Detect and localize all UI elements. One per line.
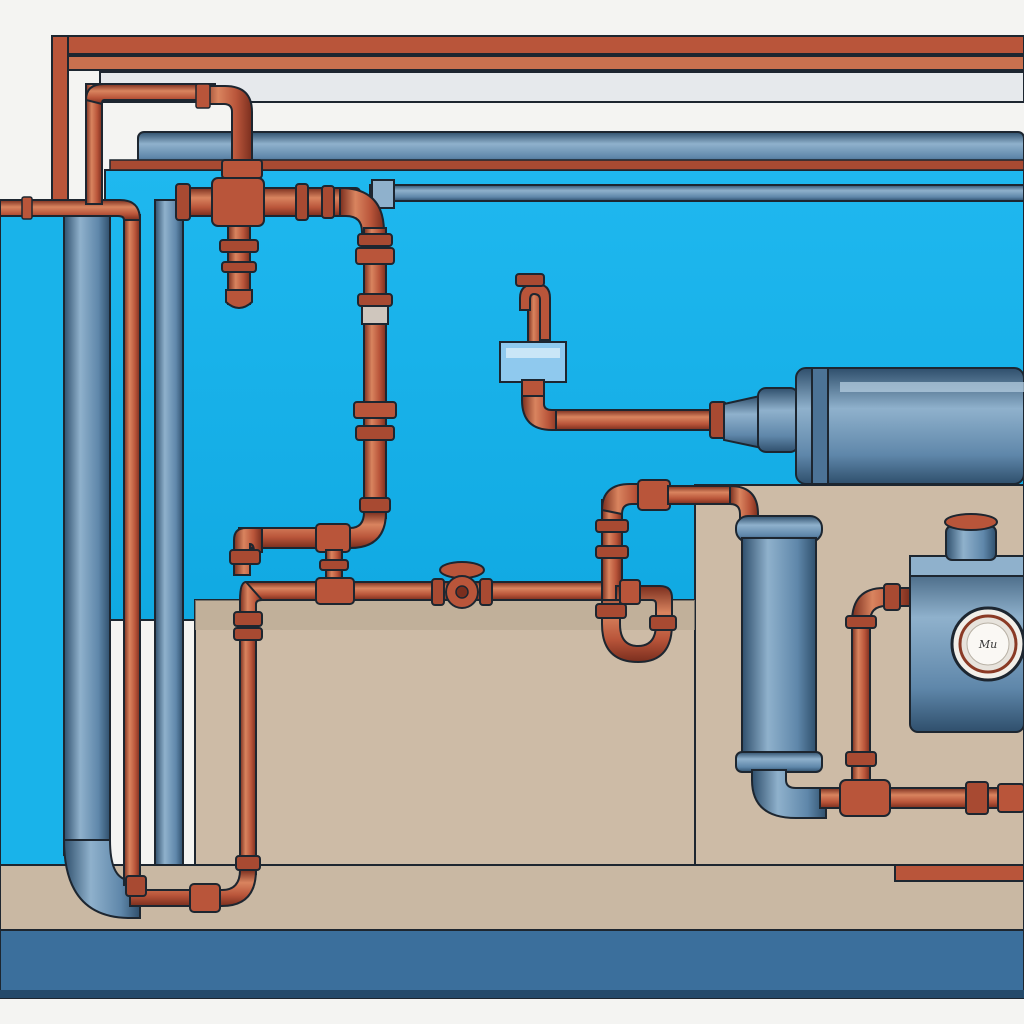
left-drop-ring-1 [233,611,263,627]
left-downpipes [0,83,216,919]
pump-neck [945,525,997,561]
valve-flange-r [479,578,493,606]
tank-end-cap [757,387,799,453]
floor-return-elbow [129,869,258,907]
gooseneck-coupling [195,83,211,109]
trap-ring-2 [595,545,629,559]
valve-flange-left [175,183,191,221]
pressure-gauge-icon: Mu [950,606,1024,682]
bottom-tee [839,779,891,817]
tee-drop-ring [319,559,349,571]
floor-return-joint [189,883,221,913]
riser-coupling-1 [357,233,393,247]
pump-neck-cap [944,513,998,531]
copper-inlet-elbow [0,199,142,221]
left-drop-ring-2 [233,627,263,641]
ceiling-steel-rail [369,184,1024,202]
left-drop-ring-3 [235,855,261,871]
valve-drop-ring-1 [219,239,259,253]
riser-elbow-top [339,186,386,233]
ceiling-structure [51,35,1024,209]
manifold-joint-right [619,579,641,605]
horizontal-tank [795,367,1024,485]
bottom-joint-right [965,781,989,815]
inlet-flange [21,196,33,220]
steel-downpipe-elbow [62,839,141,919]
u-bend-ring-right [649,615,677,631]
valve-hub [211,177,265,227]
tee-joint [315,523,351,553]
valve-drop-ring-2 [221,261,257,273]
control-valve-cap [515,273,545,287]
valve-flange-l [431,578,445,606]
valve-flange-mid [321,185,335,219]
copper-riser-left [123,214,141,886]
u-bend-ring-left [595,603,627,619]
base-trim [894,864,1024,882]
ceiling-beam-inner [63,55,1024,71]
gauge-label: Mu [978,638,997,651]
floor-return-ring [125,875,147,897]
trap-ring-1 [595,519,629,533]
floor-base-shadow [0,990,1024,998]
central-riser [249,227,397,591]
riser-coupling-4 [353,401,397,419]
riser-sleeve [361,305,389,325]
pump-feed-circuit [819,583,1024,817]
rail-bracket [371,179,395,209]
riser-coupling-6 [359,497,391,513]
left-branch-ring [229,549,261,565]
tank-nozzle [723,394,764,450]
pump-unit: Mu [909,513,1024,733]
trap-horizontal [667,485,733,505]
manifold-valve [431,561,493,609]
steel-downpipe-inner [154,199,184,866]
ceiling-column-left [51,35,69,202]
pump-riser-ring-2 [845,751,877,767]
valve-drop-cap [225,289,253,309]
floor-base-stripe [0,929,1024,999]
riser-pipe [363,227,387,519]
tank-feed-assembly [499,273,1024,485]
gauge-face [966,622,1010,666]
riser-coupling-5 [355,425,395,441]
filter-canister [735,515,827,819]
valve-flange-right [295,183,309,221]
tank-feed-pipe [555,409,717,431]
trap-joint-top [637,479,671,511]
left-drop-pipe [239,611,257,875]
riser-coupling-2 [355,247,395,265]
top-valve-cluster [175,83,386,309]
wall-shadow [195,600,695,630]
valve-core [455,585,469,599]
p-trap-assembly [595,479,759,664]
left-wall-panel [0,199,71,871]
ceiling-copper-rail [109,159,1024,171]
manifold-joint-left [315,577,355,605]
control-valve-box-shine [506,348,560,358]
bottom-joint-end [997,783,1024,813]
tank-highlight [840,382,1024,392]
pump-feed-coupling [883,583,901,611]
pump-riser-ring-1 [845,615,877,629]
steel-downpipe-outer [63,204,111,856]
tank-band [811,367,829,485]
riser-coupling-3 [357,293,393,307]
canister-body [741,537,817,759]
copper-riser-top [85,83,103,205]
ceiling-beam-outer [51,35,1024,55]
valve-body-top [221,159,263,179]
